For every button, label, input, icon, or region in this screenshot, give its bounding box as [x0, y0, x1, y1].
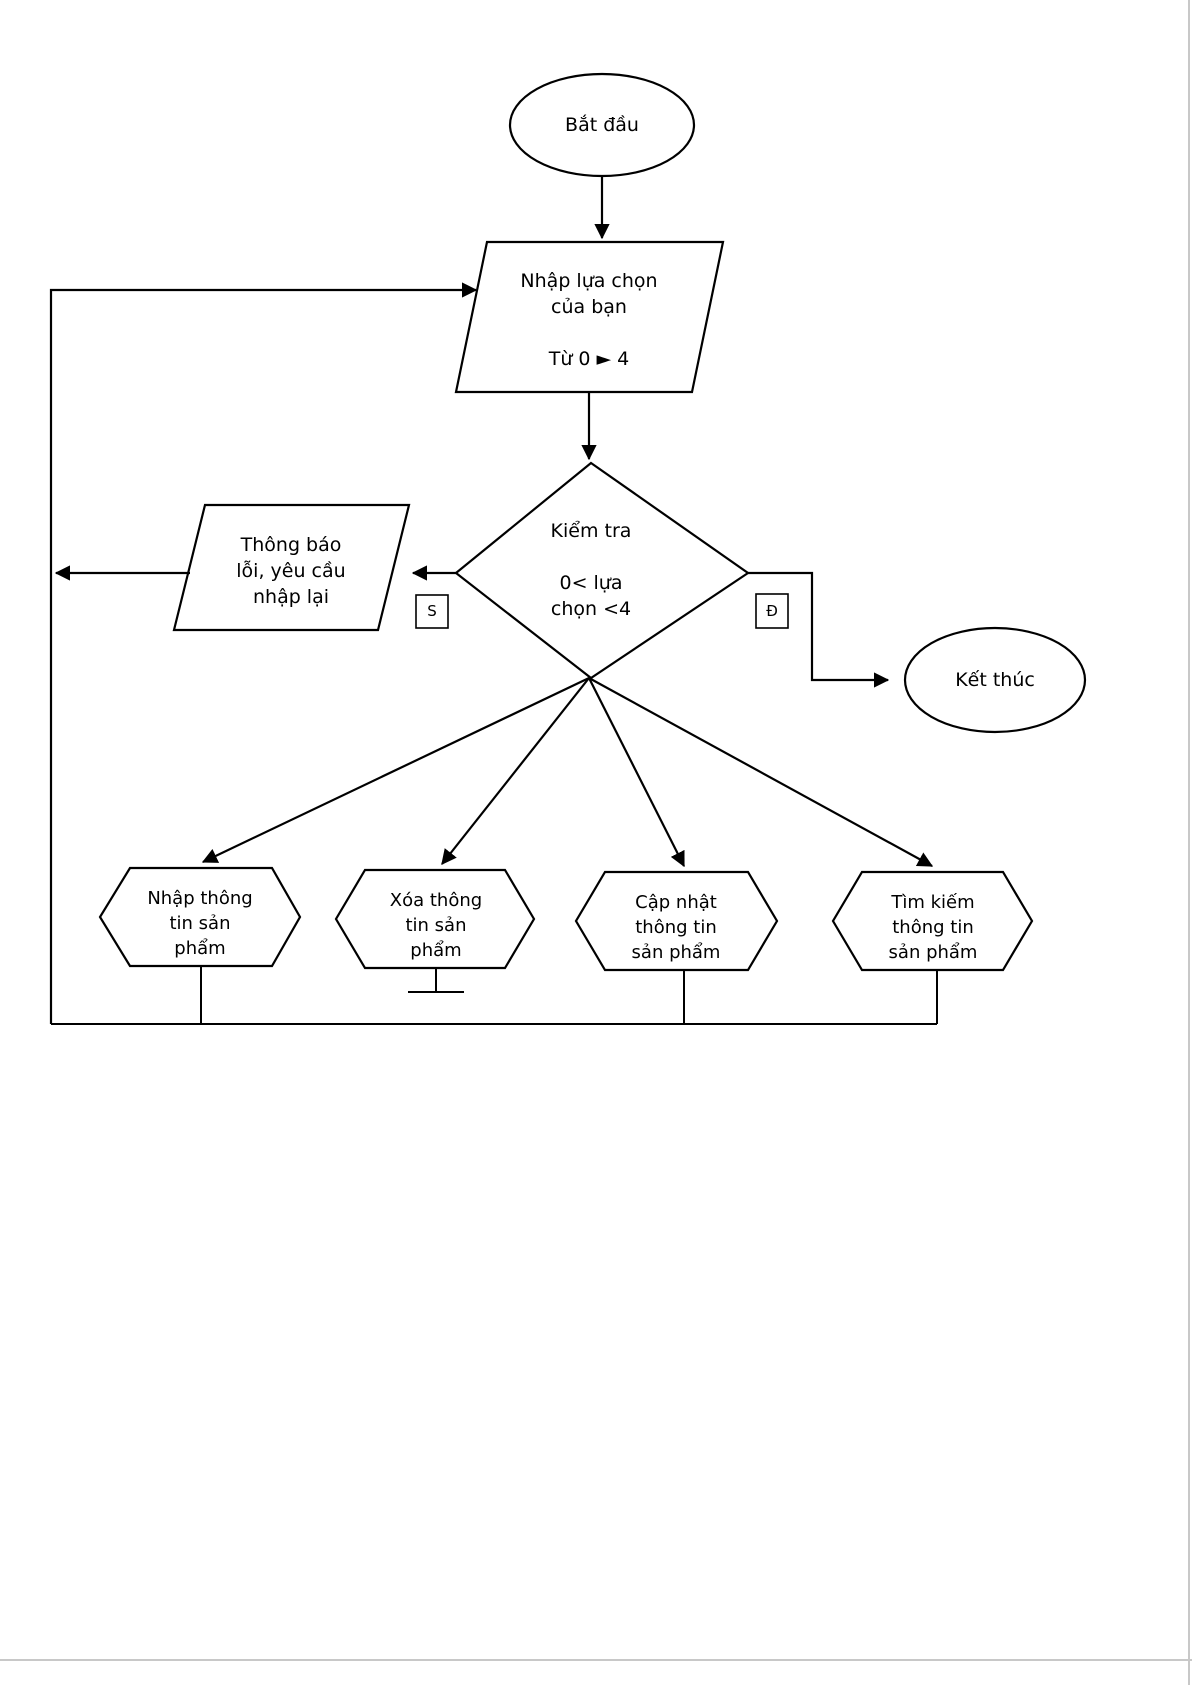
edge-tag-true-box: [755, 593, 789, 629]
node-input-choice-shape: [454, 240, 725, 394]
edge-decision-to-op-update: [588, 677, 685, 868]
node-op-search-shape: [831, 870, 1034, 972]
edge-return-loop-to-input: [49, 282, 478, 1024]
edge-tag-false-label: S: [427, 602, 437, 620]
node-op-delete-shape: [334, 868, 536, 970]
edge-decision-to-end: [748, 571, 890, 688]
node-op-update-shape: [574, 870, 779, 972]
node-error-message-shape: [172, 503, 411, 632]
edge-decision-to-op-insert: [201, 677, 590, 863]
node-end-shape: [903, 626, 1087, 734]
node-start-shape: [508, 72, 696, 178]
edge-tag-true-label: Đ: [766, 602, 778, 620]
node-decision-shape: [454, 461, 750, 680]
node-op-insert-shape: [98, 866, 302, 968]
edge-decision-to-op-delete: [441, 677, 590, 865]
edge-tag-false-box: [415, 594, 449, 629]
edge-decision-to-op-search: [588, 677, 934, 867]
